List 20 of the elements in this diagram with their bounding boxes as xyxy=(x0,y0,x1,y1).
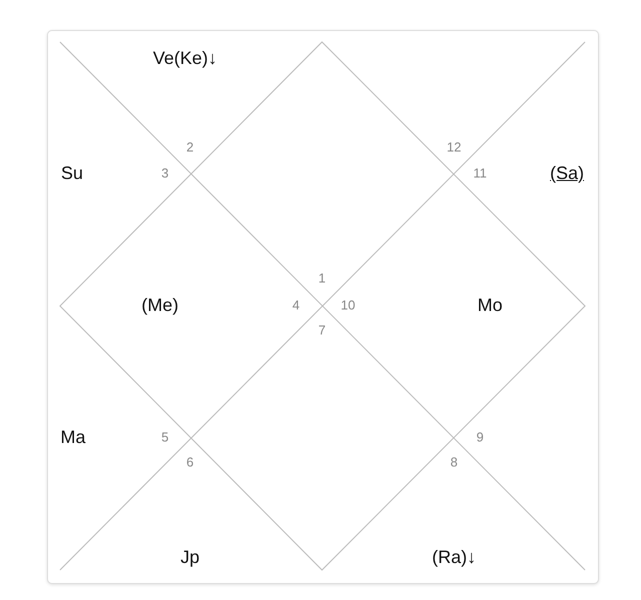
house-number: 1 xyxy=(318,272,326,284)
house-number: 7 xyxy=(318,324,326,336)
house-number: 8 xyxy=(450,456,458,468)
planet-label: (Me) xyxy=(142,296,178,314)
planet-label: Jp xyxy=(180,548,200,566)
house-number: 3 xyxy=(161,166,169,180)
house-number: 12 xyxy=(446,140,462,154)
planet-label: Ve(Ke)↓ xyxy=(152,49,218,67)
house-number: 9 xyxy=(476,430,484,444)
planet-label: Mo xyxy=(478,296,502,314)
house-number: 10 xyxy=(340,298,356,312)
house-number: 5 xyxy=(161,430,169,444)
house-number: 2 xyxy=(186,140,194,154)
house-number: 11 xyxy=(473,166,487,180)
planet-label: Su xyxy=(60,164,84,182)
planet-label: (Sa) xyxy=(550,164,584,182)
planet-label: (Ra)↓ xyxy=(432,548,476,566)
house-number: 4 xyxy=(292,298,300,312)
planet-label: Ma xyxy=(60,428,86,446)
house-number: 6 xyxy=(186,456,194,468)
